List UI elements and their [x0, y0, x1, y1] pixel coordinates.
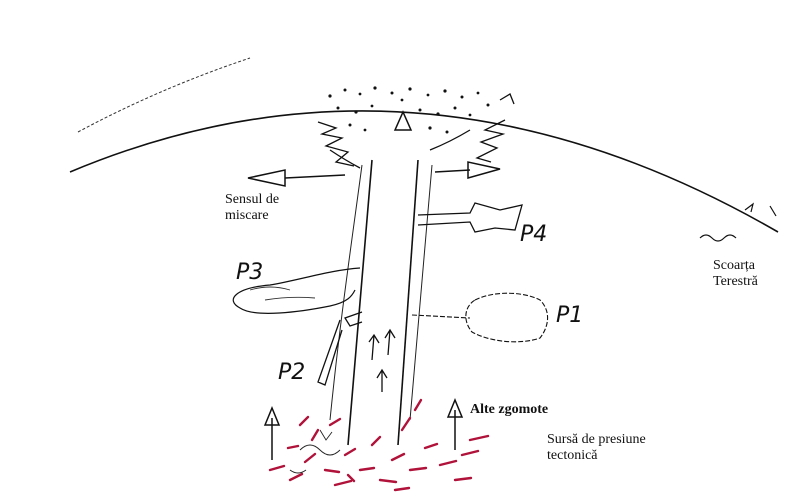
p1-label: P1	[556, 303, 583, 328]
crust-arc-faint	[78, 58, 250, 132]
right-direction-arrow	[435, 162, 500, 178]
p4-label: P4	[520, 222, 547, 247]
p3-texture	[250, 287, 315, 300]
direction-label-line2: miscare	[225, 208, 279, 224]
plume-head-right	[430, 94, 514, 162]
conduit-left-wall	[348, 160, 372, 445]
right-source-arrow	[448, 400, 462, 450]
burst-arrow	[395, 112, 411, 130]
crust-arc	[70, 111, 778, 232]
left-direction-arrow	[248, 170, 345, 186]
source-label: Sursă de presiune tectonică	[547, 432, 646, 464]
p1-branch	[412, 293, 548, 342]
left-source-arrow	[265, 408, 279, 460]
plume-outer-left	[330, 165, 362, 420]
p2-label: P2	[278, 360, 305, 385]
source-label-line1: Sursă de presiune	[547, 432, 646, 448]
conduit-arrows	[369, 330, 395, 392]
p4-branch	[418, 203, 522, 232]
crust-label-line2: Terestră	[713, 274, 758, 290]
plume-head-left	[318, 122, 360, 168]
p3-label: P3	[236, 260, 263, 285]
other-noise-label: Alte zgomote	[470, 402, 548, 418]
direction-label-line1: Sensul de	[225, 192, 279, 208]
direction-label: Sensul de miscare	[225, 192, 279, 224]
crust-label: Scoarța Terestră	[713, 258, 758, 290]
plume-outer-right	[410, 165, 432, 420]
conduit-right-wall	[398, 160, 418, 445]
crust-label-line1: Scoarța	[713, 258, 758, 274]
source-label-line2: tectonică	[547, 448, 646, 464]
